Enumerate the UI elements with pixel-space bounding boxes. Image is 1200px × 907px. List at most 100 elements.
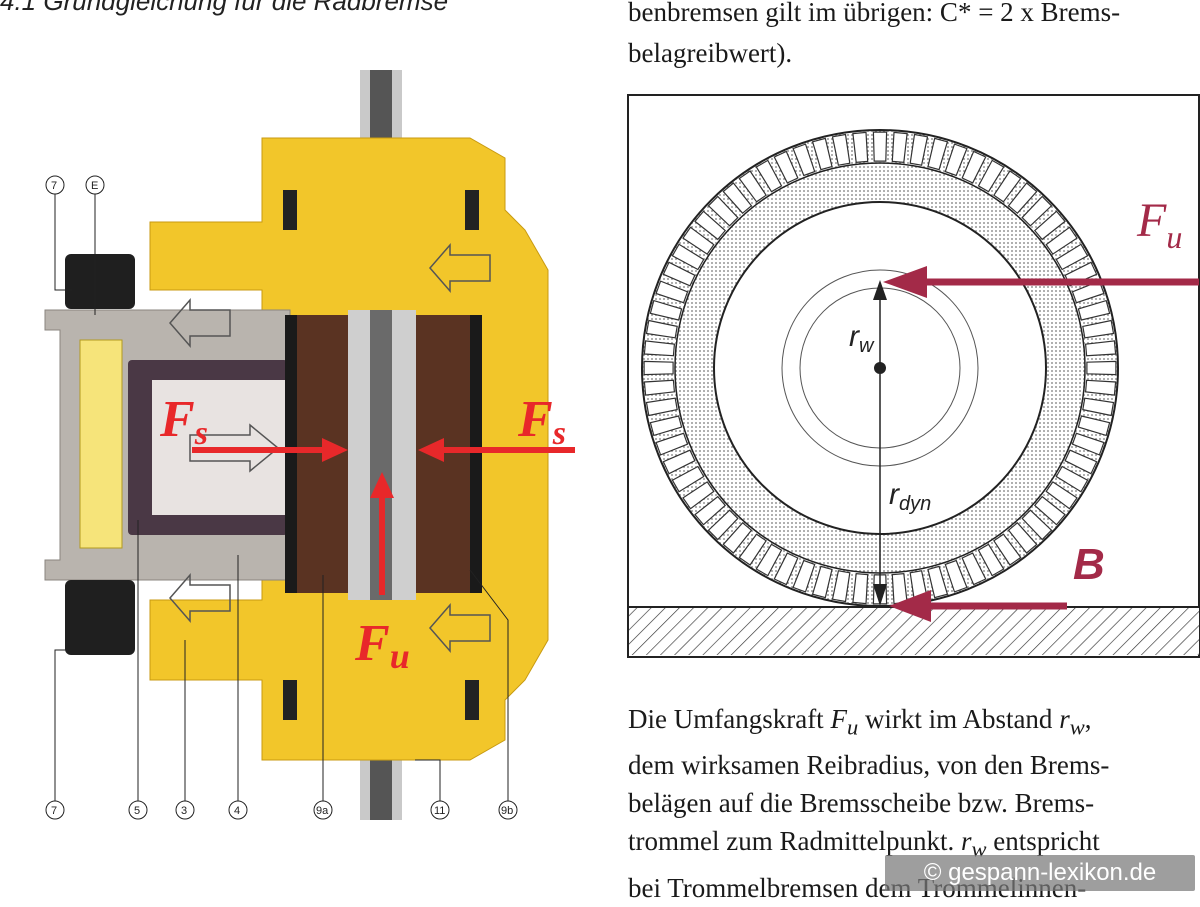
tread-block (694, 495, 727, 526)
tread-block (722, 182, 753, 215)
tread-block (643, 360, 674, 376)
tread-block (655, 280, 689, 304)
tread-block (755, 159, 783, 193)
tread-block (662, 261, 696, 287)
circ-force-label: Fu (354, 615, 410, 676)
callout-e: E (91, 180, 98, 192)
tread-block (927, 565, 949, 599)
fu-arrowhead (883, 266, 927, 298)
tread-block (977, 543, 1005, 577)
tread-block (643, 379, 676, 396)
radius-w-arrowhead (873, 280, 887, 300)
tread-block (655, 432, 689, 456)
tread-block (645, 397, 678, 417)
tread-block (671, 243, 705, 271)
tread-block (811, 137, 833, 171)
tread-block (891, 572, 908, 605)
tread-block (792, 143, 816, 177)
tread-block (722, 521, 753, 554)
tread-block (1033, 495, 1066, 526)
clamp-force-label-left: Fs (159, 391, 208, 452)
tread-block (1007, 521, 1038, 554)
tread-block (773, 552, 799, 586)
tread-block (852, 572, 869, 605)
radius-w-label: rw (849, 320, 875, 357)
tread-block (707, 195, 739, 227)
tread-block (792, 559, 816, 593)
brake-pad-outer (416, 315, 478, 593)
tread-block (738, 170, 767, 203)
tread-block (961, 552, 987, 586)
hydraulic-channel (79, 339, 123, 549)
tread-block (738, 533, 767, 566)
tread-block (909, 133, 929, 166)
tread-block (649, 299, 683, 321)
tread-block (1007, 182, 1038, 215)
tread-block (682, 481, 715, 510)
tread-block (1077, 415, 1111, 437)
tread-block (872, 131, 888, 162)
tread-block (1021, 509, 1053, 541)
tread-block (1071, 432, 1105, 456)
tread-block (671, 465, 705, 493)
tread-block (944, 143, 968, 177)
tread-block (993, 533, 1022, 566)
body-line-4: trommel zum Radmittelpunkt. rw entsprich… (628, 826, 1100, 862)
callout-9b: 9b (501, 805, 513, 817)
b-arrowhead (889, 590, 931, 622)
body-line-1: Die Umfangskraft Fu wirkt im Abstand rw, (628, 704, 1092, 740)
callout-3: 3 (181, 805, 187, 817)
top-paragraph: benbremsen gilt im übrigen: C* = 2 x Bre… (628, 0, 1188, 74)
top-line-2: belagreibwert). (628, 38, 793, 68)
callout-5: 5 (134, 805, 140, 817)
callout-4: 4 (234, 805, 240, 817)
clamp-force-label-right: Fs (517, 391, 566, 452)
copyright-watermark: © gespann-lexikon.de (885, 855, 1195, 891)
callout-7-bottom: 7 (51, 805, 57, 817)
tread-block (1086, 360, 1117, 376)
brake-caliper-diagram: Fs Fs Fu 7 E 7 5 3 4 9a 11 9b (44, 70, 575, 820)
tread-block (1082, 319, 1115, 339)
radius-dyn-arrowhead (873, 584, 887, 606)
tread-block (1021, 195, 1053, 227)
callout-9a: 9a (316, 805, 329, 817)
body-line-2: dem wirksamen Reibradius, von den Brems- (628, 750, 1110, 781)
section-heading: 4.1 Grundgleichung für die Radbremse (0, 0, 449, 16)
tread-block (811, 565, 833, 599)
dust-boot-bottom (65, 580, 135, 655)
b-label: B (1073, 540, 1105, 589)
tread-block (1045, 226, 1078, 255)
tread-block (852, 131, 869, 164)
tread-block (643, 340, 676, 357)
tread-block (977, 159, 1005, 193)
callout-7-top: 7 (51, 180, 57, 192)
tread-block (891, 131, 908, 164)
tread-block (755, 543, 783, 577)
tread-block (773, 150, 799, 184)
clamp-force-arrows (192, 438, 575, 595)
tread-block (707, 509, 739, 541)
tread-block (1084, 379, 1117, 396)
tread-block (645, 319, 678, 339)
tread-block (1077, 299, 1111, 321)
tread-block (944, 559, 968, 593)
tread-block (1082, 397, 1115, 417)
hollow-arrow-group (169, 242, 491, 654)
tread-block (1055, 465, 1089, 493)
tread-block (1055, 243, 1089, 271)
tread-block (694, 210, 727, 241)
tread-block (831, 133, 851, 166)
callout-11: 11 (434, 805, 445, 817)
tread-block (1064, 449, 1098, 475)
top-line-1: benbremsen gilt im übrigen: C* = 2 x Bre… (628, 0, 1121, 27)
part-callouts (45, 175, 518, 820)
tread-block (927, 137, 949, 171)
radius-dyn-label: rdyn (889, 478, 931, 515)
tread-block (961, 150, 987, 184)
body-line-3: belägen auf die Bremsscheibe bzw. Brems- (628, 788, 1095, 819)
dust-boot-top (65, 254, 135, 309)
tread-block (682, 226, 715, 255)
tread-block (649, 415, 683, 437)
tread-block (831, 570, 851, 603)
tread-block (993, 170, 1022, 203)
